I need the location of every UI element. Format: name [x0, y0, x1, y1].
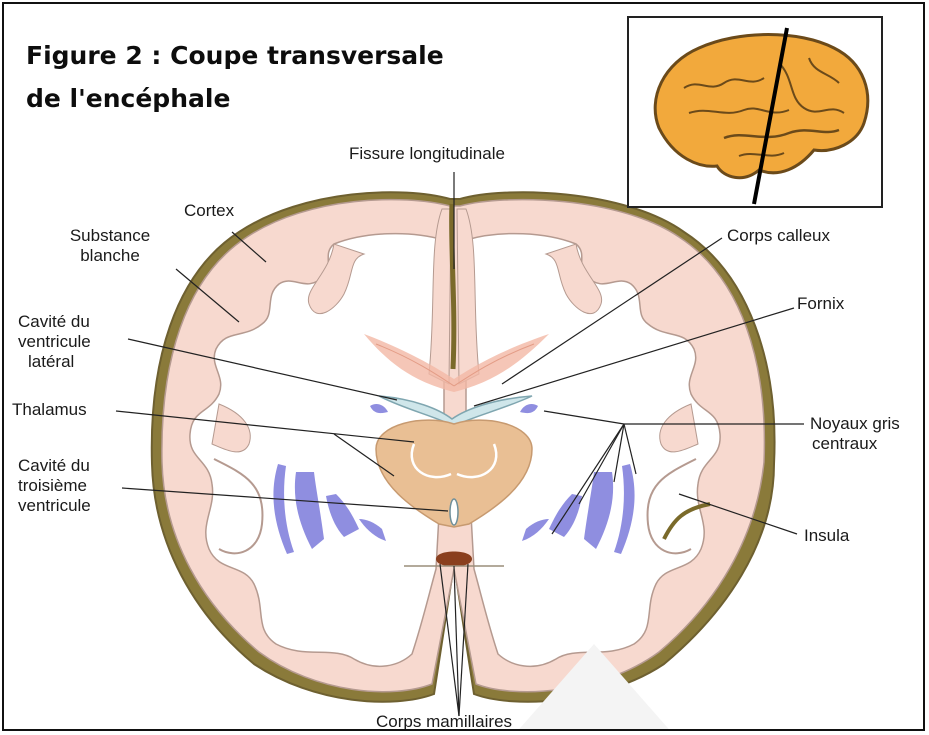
- label-cavite-3e-line3: ventricule: [18, 496, 91, 516]
- label-corps-calleux: Corps calleux: [727, 226, 830, 246]
- label-fornix: Fornix: [797, 294, 844, 314]
- label-cortex: Cortex: [184, 201, 234, 221]
- label-cavite-3e-line1: Cavité du: [18, 456, 91, 476]
- label-insula: Insula: [804, 526, 849, 546]
- brain-lateral-view-icon: [629, 18, 881, 206]
- label-cavite-lat-line2: ventricule: [18, 332, 91, 352]
- label-fissure: Fissure longitudinale: [349, 144, 505, 164]
- label-substance-blanche: Substance blanche: [54, 226, 166, 266]
- label-corps-mamillaires: Corps mamillaires: [376, 712, 512, 731]
- label-cavite-troisieme-ventricule: Cavité du troisième ventricule: [18, 456, 91, 516]
- brain-lateral-view-inset: [627, 16, 883, 208]
- label-noyaux-gris-centraux: Noyaux gris centraux: [810, 414, 900, 454]
- label-noyaux-line2: centraux: [810, 434, 900, 454]
- label-substance-line1: Substance: [54, 226, 166, 246]
- label-cavite-3e-line2: troisième: [18, 476, 91, 496]
- label-thalamus: Thalamus: [12, 400, 87, 420]
- label-cavite-lat-line1: Cavité du: [18, 312, 91, 332]
- third-ventricle: [450, 499, 458, 525]
- label-cavite-lat-line3: latéral: [18, 352, 91, 372]
- label-noyaux-line1: Noyaux gris: [810, 414, 900, 434]
- corps-mamillaires-shape: [436, 552, 472, 567]
- label-cavite-ventricule-lateral: Cavité du ventricule latéral: [18, 312, 91, 372]
- label-substance-line2: blanche: [54, 246, 166, 266]
